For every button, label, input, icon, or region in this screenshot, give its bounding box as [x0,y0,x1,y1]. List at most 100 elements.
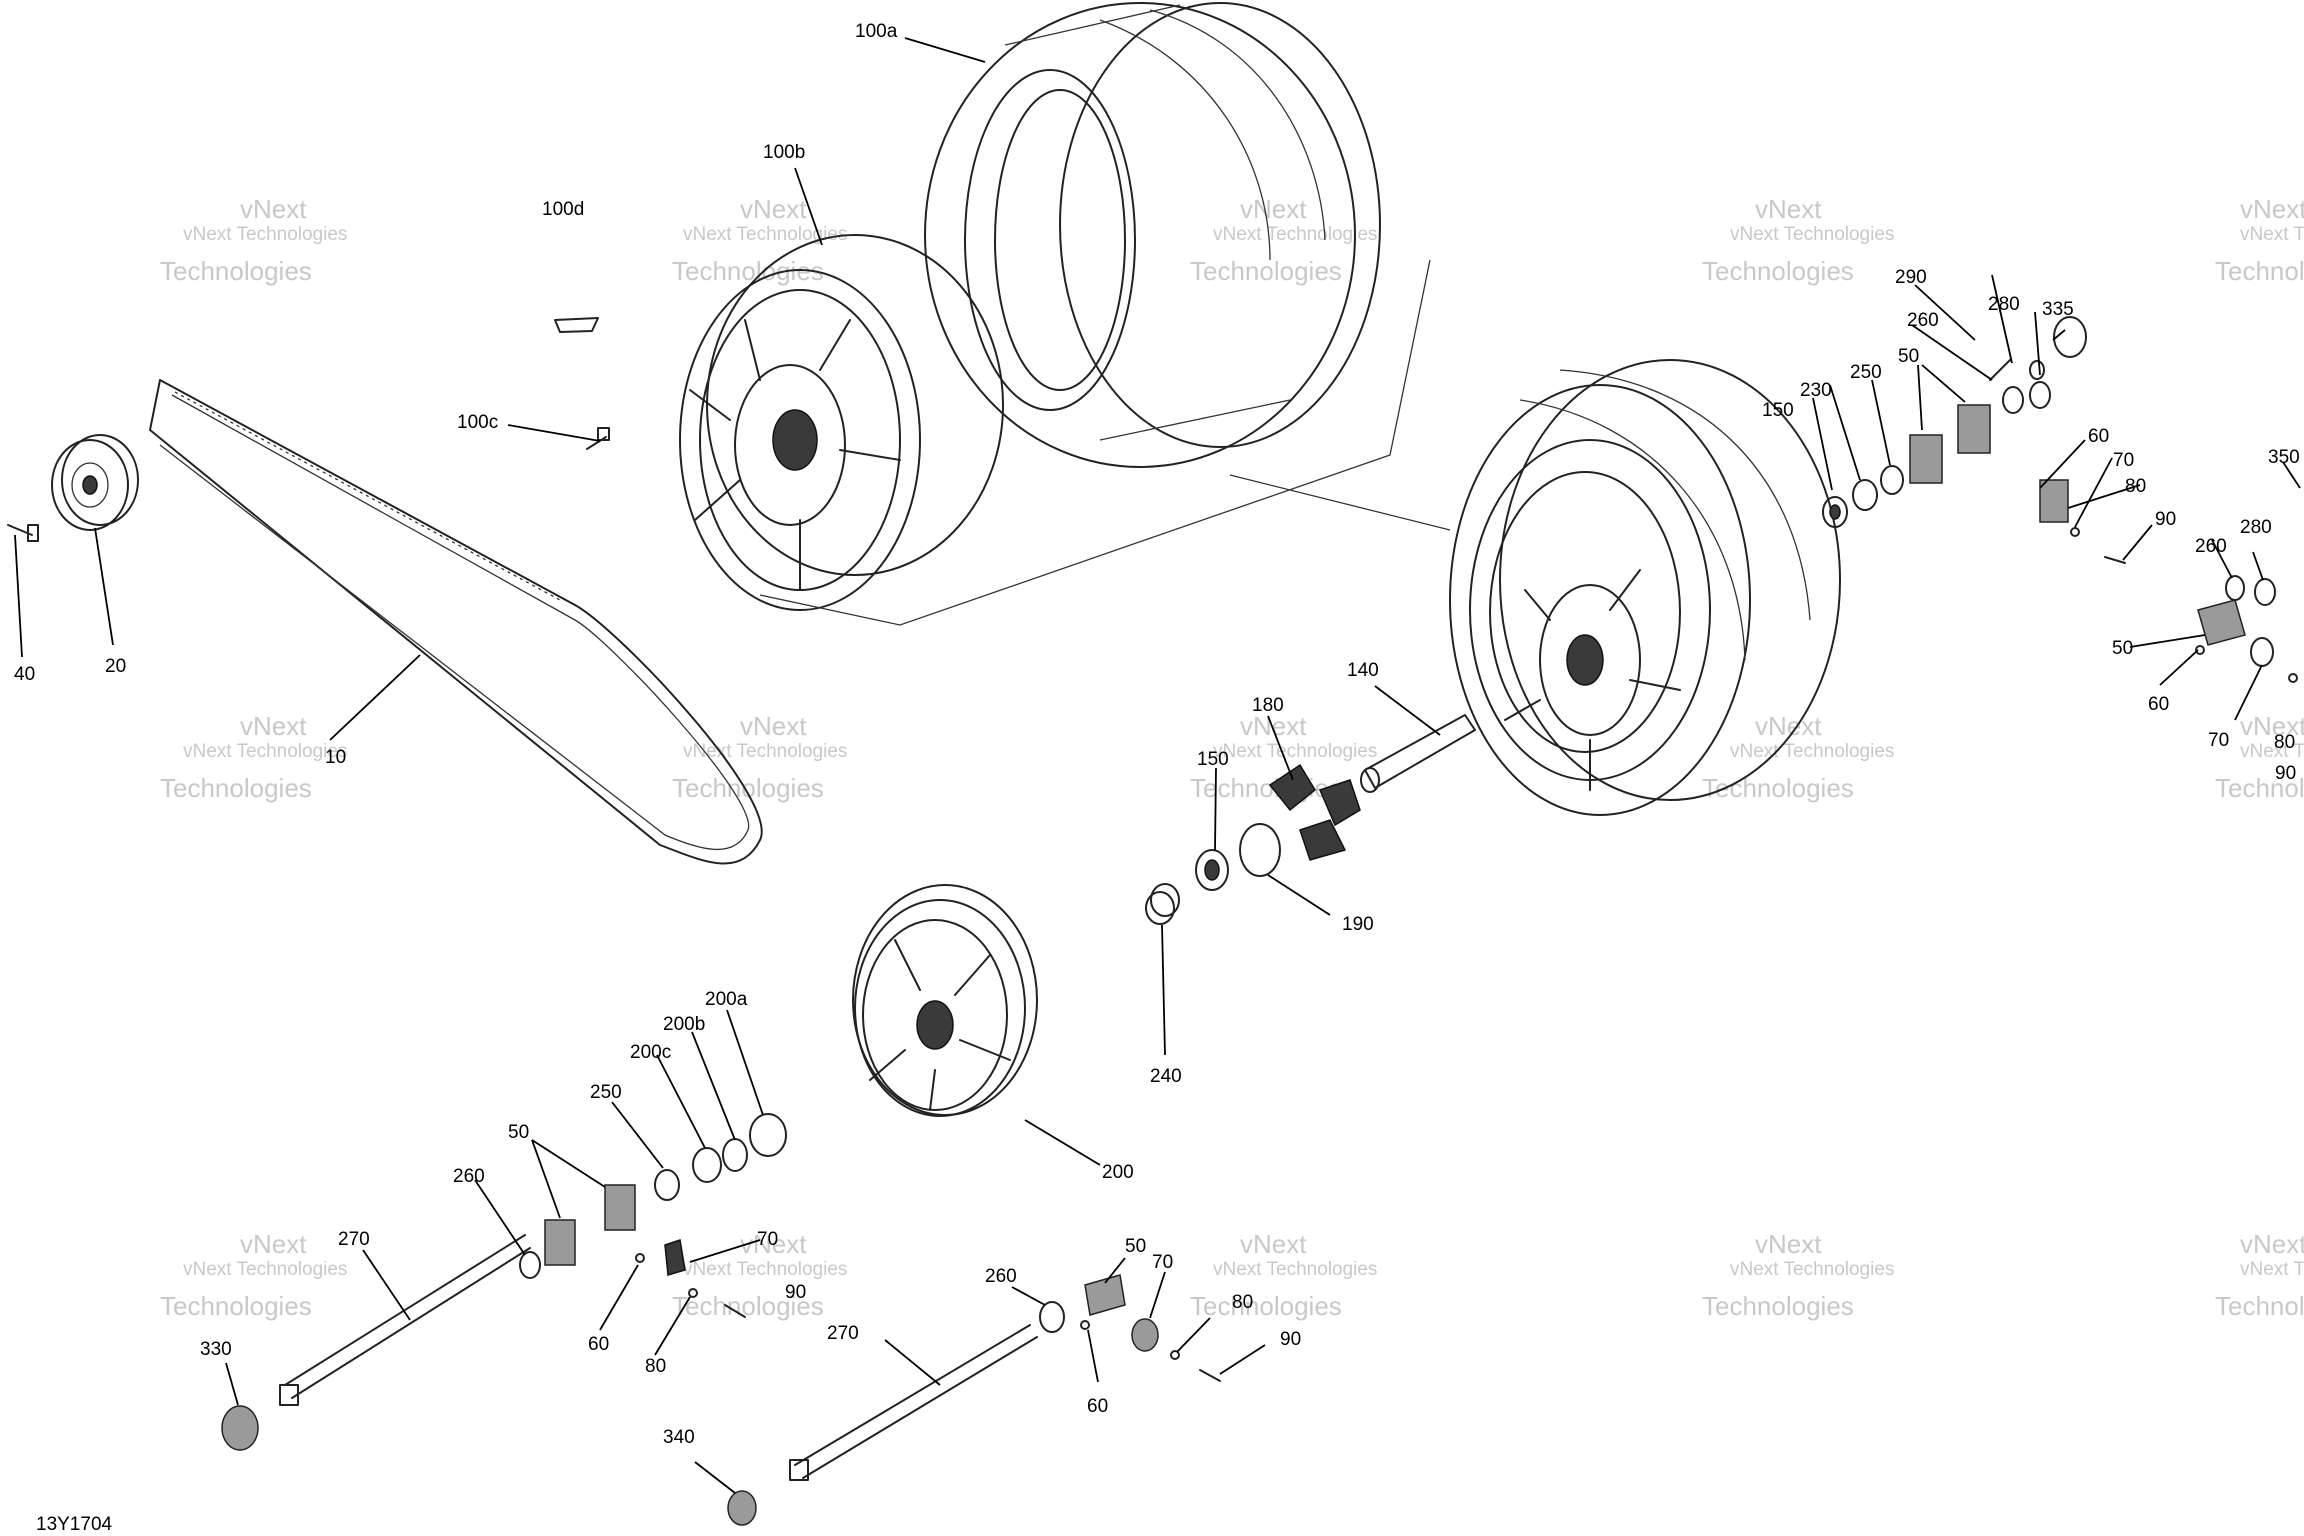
callout-250: 250 [1850,362,1882,383]
watermark: vNext vNext Technologies Technologies [160,711,347,803]
callout-350: 350 [2268,447,2300,468]
watermark-line: vNext [240,711,307,741]
watermark-line: vNext Technologies [183,224,347,245]
callout-100b: 100b [763,142,805,163]
callout-80: 80 [1232,1292,1253,1313]
o-ring-190 [1239,823,1281,877]
watermark-line: vNext Technologies [1730,1259,1894,1280]
callout-labels: 100a 100b 100d 100c 40 20 10 290 280 335… [14,21,2300,1448]
watermark-line: vNext Technologies [683,224,847,245]
watermark-line: Technologies [1702,1291,1854,1321]
watermark: vNext vNext Technologies Technologies [1702,1229,1894,1321]
callout-190: 190 [1342,914,1374,935]
watermark-line: vNext Technologies [1213,1259,1377,1280]
callout-50: 50 [1125,1236,1146,1257]
watermark-line: vNext Technologies [2240,224,2304,245]
callout-60: 60 [2148,694,2169,715]
callout-260: 260 [453,1166,485,1187]
callout-70: 70 [2208,730,2229,751]
watermark-line: vNext Technologies [683,741,847,762]
callout-20: 20 [105,656,126,677]
callout-260: 260 [985,1266,1017,1287]
left-axle-parts [221,1113,787,1451]
watermark-line: vNext [740,711,807,741]
callout-200: 200 [1102,1162,1134,1183]
watermark-line: vNext [1755,1229,1822,1259]
watermark-line: vNext [2240,194,2304,224]
watermark-line: vNext Technologies [183,1259,347,1280]
callout-90: 90 [785,1282,806,1303]
watermark: vNext vNext Technologies Technologies [2215,1229,2304,1321]
callout-90: 90 [2155,509,2176,530]
callout-100a: 100a [855,21,898,42]
callout-240: 240 [1150,1066,1182,1087]
watermark-line: vNext Technologies [2240,741,2304,762]
bolt-40 [7,524,39,542]
watermark-line: vNext [1240,1229,1307,1259]
pulley-20 [51,434,139,531]
watermark-line: Technologies [1190,773,1342,803]
callout-100d: 100d [542,199,584,220]
callout-180: 180 [1252,695,1284,716]
callout-200b: 200b [663,1014,705,1035]
callout-10: 10 [325,747,346,768]
callout-50: 50 [508,1122,529,1143]
callout-260: 260 [2195,536,2227,557]
tire-100a [924,2,1381,468]
watermark: vNext vNext Technologies Technologies [160,194,347,286]
watermark: vNext vNext Technologies Technologies [672,1229,847,1321]
watermark: vNext vNext Technologies Technologies [2215,194,2304,286]
watermark-line: vNext Technologies [1213,741,1377,762]
diagram-code: 13Y1704 [36,1514,113,1535]
callout-280: 280 [1988,294,2020,315]
watermark-line: vNext [740,1229,807,1259]
callout-70: 70 [757,1229,778,1250]
right-bearing-parts [1822,316,2298,683]
sprocket-200 [852,884,1038,1117]
watermark-line: Technologies [1190,256,1342,286]
watermark-line: Technologies [160,256,312,286]
watermark: vNext vNext Technologies Technologies [1190,1229,1377,1321]
bearing-150-center [1195,849,1229,891]
callout-270: 270 [338,1229,370,1250]
shaft-140 [1360,714,1476,793]
callout-80: 80 [2125,476,2146,497]
callout-60: 60 [2088,426,2109,447]
watermark: vNext vNext Technologies Technologies [672,194,847,286]
watermark-group: vNext vNext Technologies Technologies vN… [160,194,2304,1321]
callout-340: 340 [663,1427,695,1448]
callout-335: 335 [2042,299,2074,320]
watermark-line: vNext [240,1229,307,1259]
rim-100b [679,234,1004,611]
callout-280: 280 [2240,517,2272,538]
callout-50: 50 [1898,346,1919,367]
watermark-line: Technologies [672,1291,824,1321]
callout-330: 330 [200,1339,232,1360]
callout-230: 230 [1800,380,1832,401]
watermark-line: vNext [2240,711,2304,741]
watermark-line: vNext Technologies [1730,741,1894,762]
callout-90: 90 [2275,763,2296,784]
watermark: vNext vNext Technologies Technologies [2215,711,2304,803]
bushing-240 [1145,883,1180,925]
watermark-line: vNext [1755,194,1822,224]
valve-100d [554,317,599,333]
callout-50: 50 [2112,638,2133,659]
watermark-line: Technologies [2215,773,2304,803]
belt-10 [149,379,763,865]
callout-200c: 200c [630,1042,671,1063]
watermark-line: vNext [1240,711,1307,741]
watermark: vNext vNext Technologies Technologies [160,1229,347,1321]
leader-lines [14,37,2301,1494]
callout-270: 270 [827,1323,859,1344]
callout-70: 70 [2113,450,2134,471]
callout-140: 140 [1347,660,1379,681]
watermark-line: vNext [740,194,807,224]
watermark-line: Technologies [1702,256,1854,286]
callout-70: 70 [1152,1252,1173,1273]
callout-260: 260 [1907,310,1939,331]
watermark: vNext vNext Technologies Technologies [1190,194,1377,286]
callout-40: 40 [14,664,35,685]
